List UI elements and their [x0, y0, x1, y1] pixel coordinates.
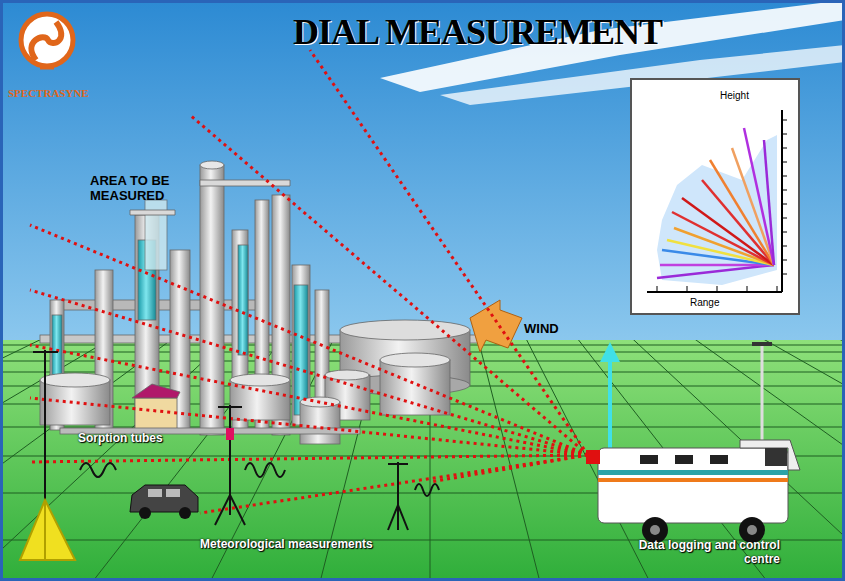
company-name: SPECTRASYNE	[8, 87, 88, 100]
scan-line	[682, 198, 774, 265]
car	[130, 485, 198, 519]
axis-tick	[782, 232, 787, 233]
axis-tick	[782, 218, 787, 219]
axis-tick	[777, 286, 778, 292]
laser-beams	[30, 50, 588, 513]
axis-tick	[657, 286, 658, 292]
met-masts	[20, 350, 439, 560]
refinery	[40, 161, 480, 444]
axis-tick	[782, 274, 787, 275]
truck	[586, 342, 800, 543]
axis-tick	[782, 162, 787, 163]
scan-line	[744, 128, 774, 265]
scan-line	[660, 264, 774, 267]
axis-label: Height	[720, 90, 749, 101]
met-label: Meteorological measurements	[200, 538, 440, 552]
diagram-title: DIAL MEASUREMENT	[0, 12, 845, 53]
axis-tick	[782, 204, 787, 205]
chart-plot	[632, 80, 798, 313]
wind-label: WIND	[524, 322, 584, 337]
axis-tick	[782, 260, 787, 261]
axis-tick	[782, 190, 787, 191]
axis-tick	[687, 286, 688, 292]
plume-area	[657, 135, 777, 285]
axis-tick	[782, 246, 787, 247]
axis-tick	[717, 286, 718, 292]
logo	[21, 14, 73, 68]
scan-line	[764, 140, 774, 265]
area-label: AREA TO BE MEASURED	[90, 174, 230, 204]
scan-line	[702, 180, 774, 265]
axis-tick	[782, 176, 787, 177]
height-axis	[781, 110, 783, 292]
control-label: Data logging and control centre	[630, 539, 780, 567]
wind-arrow	[470, 300, 522, 352]
axis-tick	[747, 286, 748, 292]
scan-line	[657, 265, 774, 278]
inset-chart: HeightRange	[630, 78, 800, 315]
axis-label: Range	[690, 297, 719, 308]
axis-tick	[782, 134, 787, 135]
sorption-label: Sorption tubes	[78, 432, 208, 446]
axis-tick	[782, 148, 787, 149]
axis-tick	[782, 120, 787, 121]
range-axis	[647, 291, 782, 293]
